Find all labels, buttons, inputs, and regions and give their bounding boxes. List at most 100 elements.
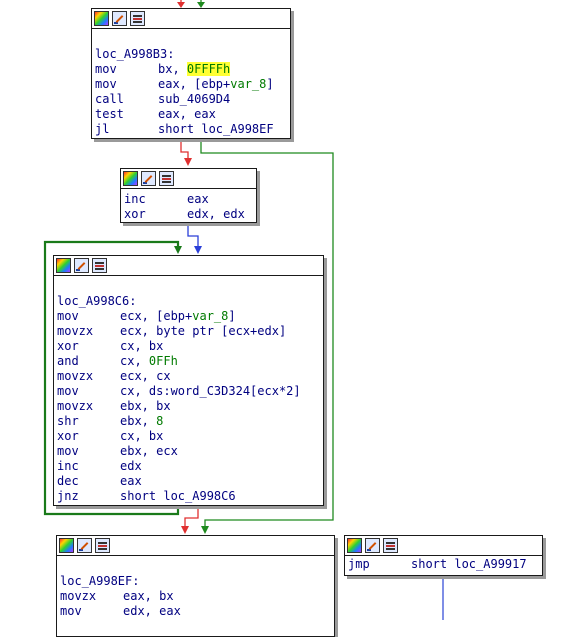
mnemonic: xor — [57, 339, 79, 353]
graph-edges — [43, 0, 444, 620]
rename-icon[interactable] — [112, 11, 127, 26]
operand: ecx, [ebp+ — [120, 309, 193, 323]
mnemonic: xor — [124, 207, 146, 221]
operand-suffix: ] — [228, 309, 236, 323]
operand[interactable]: short loc_A99917 — [411, 557, 527, 571]
operand: cx, — [120, 354, 149, 368]
mnemonic: movzx — [60, 589, 97, 603]
color-icon[interactable] — [123, 171, 138, 186]
edge-a998b3-to-a998ef[interactable] — [200, 139, 334, 528]
stack-variable[interactable]: var_8 — [192, 309, 229, 323]
color-icon[interactable] — [56, 258, 71, 273]
color-icon[interactable] — [94, 11, 109, 26]
operand: cx, bx — [120, 339, 164, 353]
operand: ebx, bx — [120, 399, 171, 413]
arrow-a998b3-to-a998ef — [201, 526, 209, 534]
instruction-line[interactable]: movzx ecx, byte ptr [ecx+edx] — [57, 324, 319, 339]
operand: eax, bx — [123, 589, 174, 603]
graph-icon[interactable] — [159, 171, 174, 186]
operand-suffix: ] — [266, 77, 274, 91]
graph-icon[interactable] — [383, 538, 398, 553]
mnemonic: mov — [57, 384, 79, 398]
immediate-value: 0FFh — [148, 354, 178, 368]
operand: eax, [ebp+ — [158, 77, 231, 91]
mnemonic: movzx — [57, 324, 94, 338]
graph-icon[interactable] — [92, 258, 107, 273]
instruction-line[interactable]: xor cx, bx — [57, 339, 319, 354]
instruction-line[interactable]: xor edx, edx — [124, 207, 252, 222]
mnemonic: xor — [57, 429, 79, 443]
graph-node-jmp[interactable]: jmp short loc_A99917 — [344, 535, 543, 576]
node-body: jmp short loc_A99917 — [345, 556, 542, 575]
arrow-incoming-green — [197, 2, 205, 8]
code-label[interactable]: loc_A998C6: — [57, 294, 137, 308]
operand: edx — [120, 459, 142, 473]
color-icon[interactable] — [59, 538, 74, 553]
instruction-line[interactable]: jnz short loc_A998C6 — [57, 489, 319, 504]
instruction-line[interactable]: movzx eax, bx — [60, 589, 330, 604]
rename-icon[interactable] — [365, 538, 380, 553]
operand: ebx, — [120, 414, 157, 428]
operand[interactable]: short loc_A998EF — [158, 122, 274, 136]
graph-icon[interactable] — [95, 538, 110, 553]
instruction-line[interactable]: mov eax, [ebp+var_8] — [95, 77, 286, 92]
mnemonic: inc — [57, 459, 79, 473]
operand: edx, edx — [187, 207, 245, 221]
edge-loop-a998c6[interactable] — [43, 240, 180, 516]
arrow-loop-a998c6 — [174, 246, 182, 254]
instruction-line[interactable]: mov cx, ds:word_C3D324[ecx*2] — [57, 384, 319, 399]
node-header — [54, 256, 323, 276]
operand[interactable]: cx, ds:word_C3D324[ecx*2] — [120, 384, 301, 398]
mnemonic: inc — [124, 192, 146, 206]
operand[interactable]: short loc_A998C6 — [120, 489, 236, 503]
code-label[interactable]: loc_A998EF: — [60, 574, 140, 588]
edge-a998c6-to-a998ef[interactable] — [184, 506, 199, 528]
immediate-value: 8 — [156, 414, 164, 428]
operand[interactable]: sub_4069D4 — [158, 92, 231, 106]
arrow-incoming-red — [177, 2, 185, 8]
immediate-value-highlighted[interactable]: 0FFFFh — [186, 62, 231, 76]
graph-icon[interactable] — [130, 11, 145, 26]
instruction-line[interactable]: inc edx — [57, 459, 319, 474]
instruction-line[interactable]: jmp short loc_A99917 — [348, 557, 538, 572]
instruction-line[interactable]: jl short loc_A998EF — [95, 122, 286, 137]
mnemonic: jnz — [57, 489, 79, 503]
mnemonic: movzx — [57, 369, 94, 383]
stack-variable[interactable]: var_8 — [230, 77, 267, 91]
edge-inc-to-a998c6[interactable] — [187, 223, 199, 248]
operand: cx, bx — [120, 429, 164, 443]
color-icon[interactable] — [347, 538, 362, 553]
edge-a998b3-to-inc[interactable] — [180, 139, 189, 161]
mnemonic: mov — [95, 77, 117, 91]
node-header — [57, 536, 334, 556]
code-label[interactable]: loc_A998B3: — [95, 47, 175, 61]
rename-icon[interactable] — [141, 171, 156, 186]
arrow-a998c6-to-a998ef — [181, 526, 189, 534]
mnemonic: jl — [95, 122, 110, 136]
arrow-inc-to-a998c6 — [194, 246, 202, 254]
mnemonic: jmp — [348, 557, 370, 571]
rename-icon[interactable] — [74, 258, 89, 273]
operand: ecx, byte ptr [ecx+edx] — [120, 324, 287, 338]
instruction-line[interactable]: xor cx, bx — [57, 429, 319, 444]
rename-icon[interactable] — [77, 538, 92, 553]
